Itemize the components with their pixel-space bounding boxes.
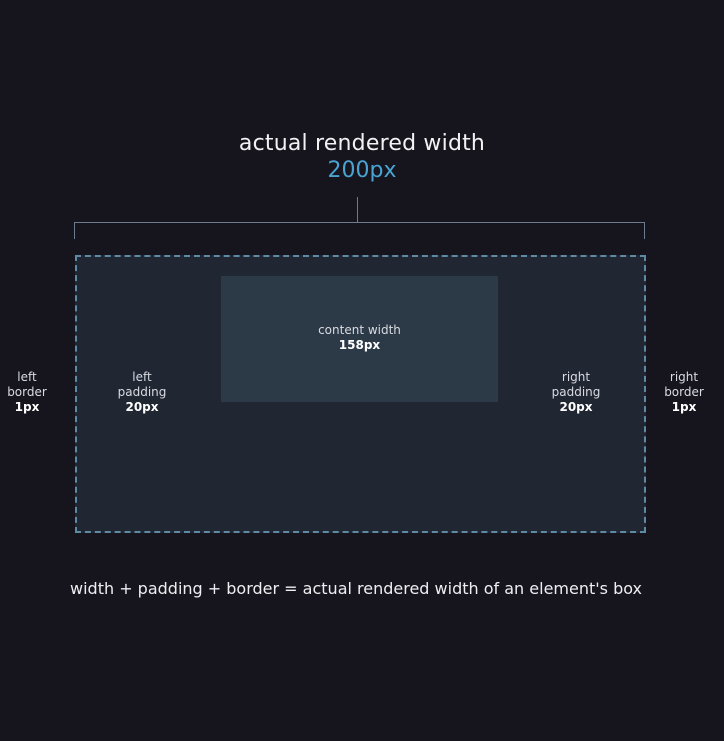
right-border-label: right border 1px — [657, 370, 711, 415]
right-padding-line1: right — [561, 370, 591, 384]
left-padding-line1: left — [132, 370, 152, 384]
right-border-value: 1px — [671, 400, 697, 414]
diagram-title: actual rendered width — [238, 131, 486, 156]
rendered-width-value: 200px — [327, 158, 397, 183]
left-padding-label: left padding 20px — [106, 370, 178, 415]
right-padding-value: 20px — [559, 400, 593, 414]
bracket-stem — [357, 197, 358, 223]
bracket-left-tick — [74, 222, 75, 239]
right-border-line1: right — [669, 370, 699, 384]
bracket-right-tick — [644, 222, 645, 239]
content-width-value: 158px — [338, 338, 381, 352]
left-border-label: left border 1px — [0, 370, 54, 415]
content-area — [221, 276, 498, 402]
width-bracket — [74, 222, 645, 223]
left-border-value: 1px — [14, 400, 40, 414]
content-width-text: content width — [318, 323, 401, 337]
content-width-label: content width 158px — [221, 323, 498, 353]
box-model-formula: width + padding + border = actual render… — [70, 579, 642, 598]
right-padding-label: right padding 20px — [540, 370, 612, 415]
left-padding-value: 20px — [125, 400, 159, 414]
left-padding-line2: padding — [117, 385, 167, 399]
right-padding-line2: padding — [551, 385, 601, 399]
left-border-line2: border — [7, 385, 47, 399]
right-border-line2: border — [664, 385, 704, 399]
left-border-line1: left — [17, 370, 37, 384]
